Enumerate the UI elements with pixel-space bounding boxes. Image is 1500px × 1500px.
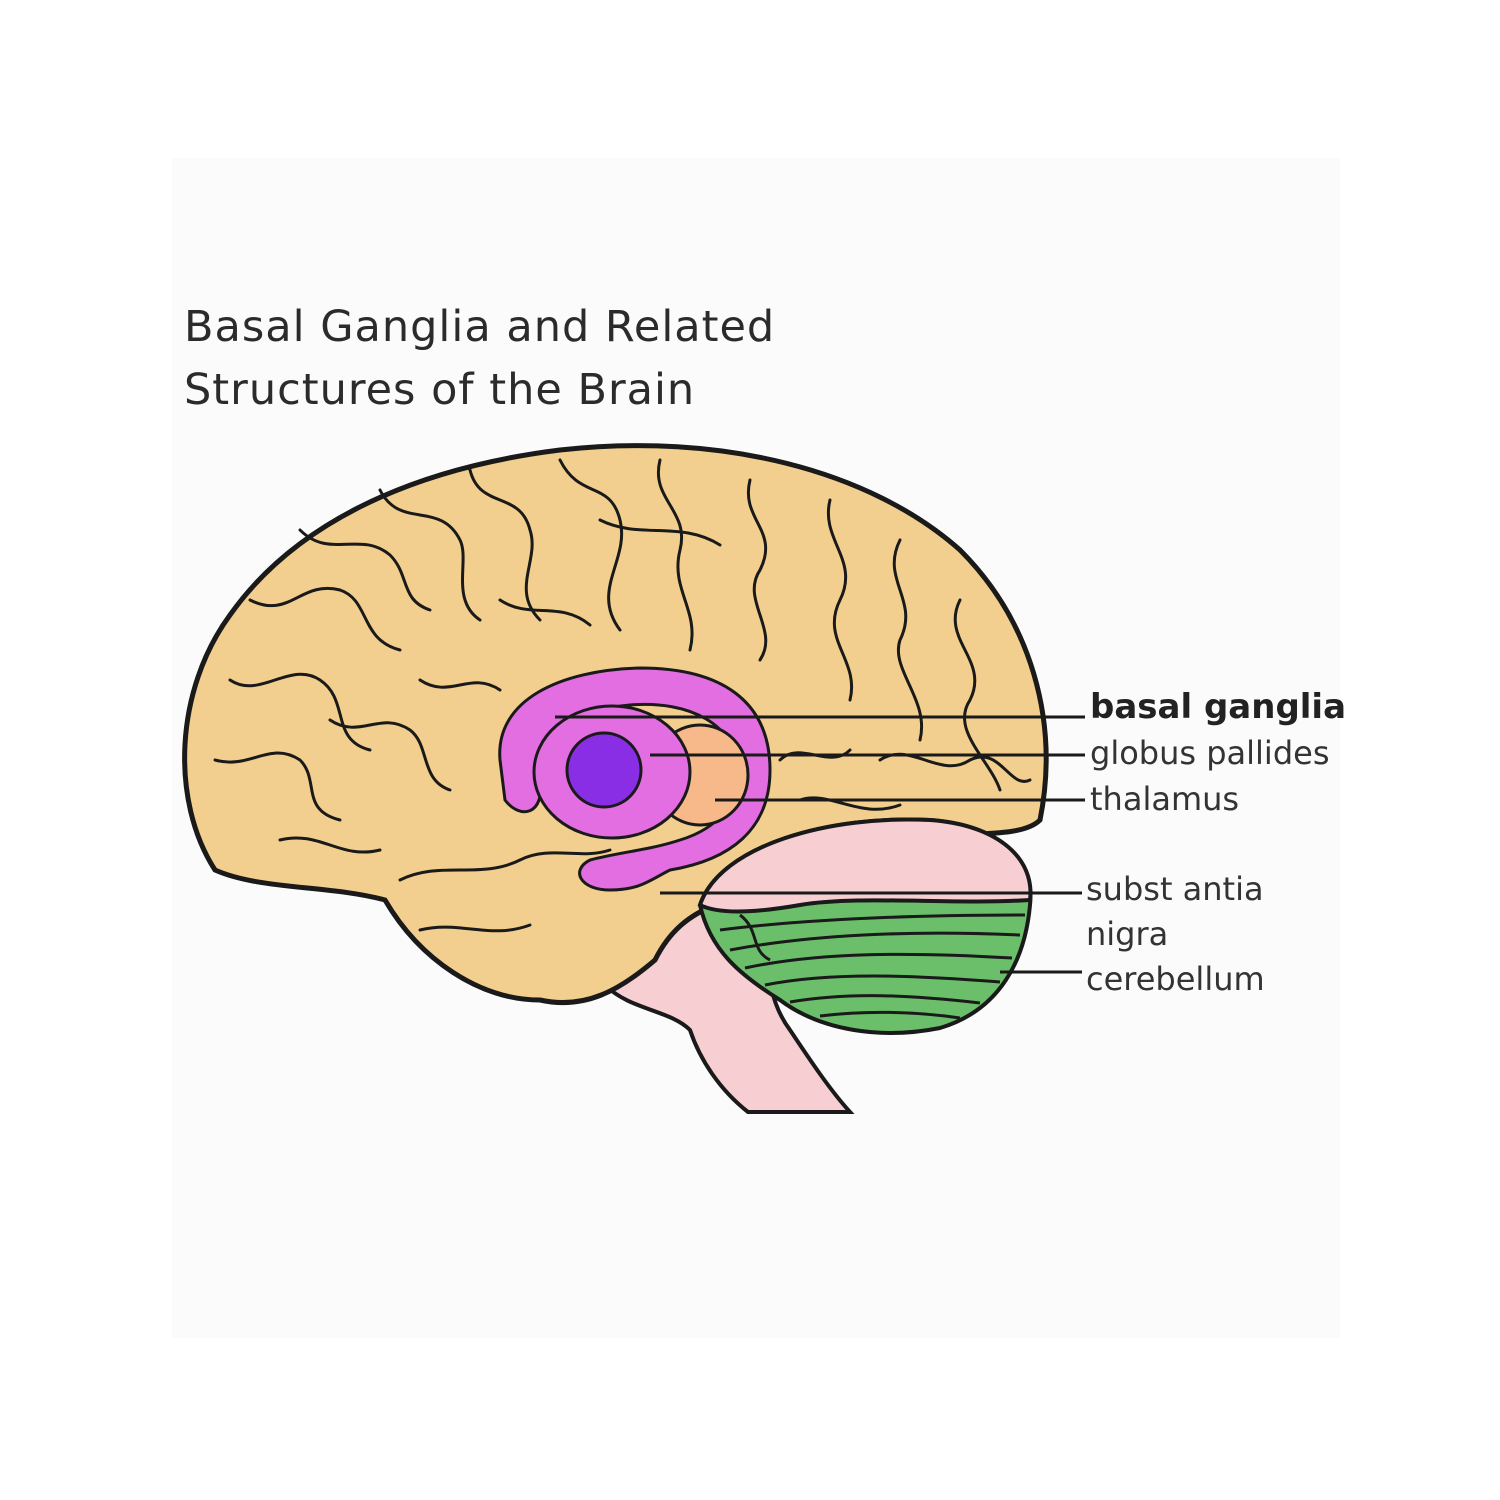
label-substantia: subst antia	[1086, 870, 1264, 908]
diagram-title: Basal Ganglia and Related Structures of …	[184, 296, 775, 422]
leader-lines	[555, 715, 1085, 974]
cerebellum-upper-region	[697, 817, 1033, 914]
label-basal-ganglia: basal ganglia	[1090, 687, 1346, 727]
label-thalamus: thalamus	[1090, 780, 1239, 818]
title-line-1: Basal Ganglia and Related	[184, 302, 776, 352]
label-nigra: nigra	[1086, 915, 1168, 953]
label-cerebellum: cerebellum	[1086, 960, 1265, 998]
label-globus-pallides: globus pallides	[1090, 734, 1329, 772]
title-line-2: Structures of the Brain	[184, 365, 696, 415]
globus-pallides-core	[565, 731, 643, 809]
cerebellum-folia	[719, 913, 1026, 1020]
